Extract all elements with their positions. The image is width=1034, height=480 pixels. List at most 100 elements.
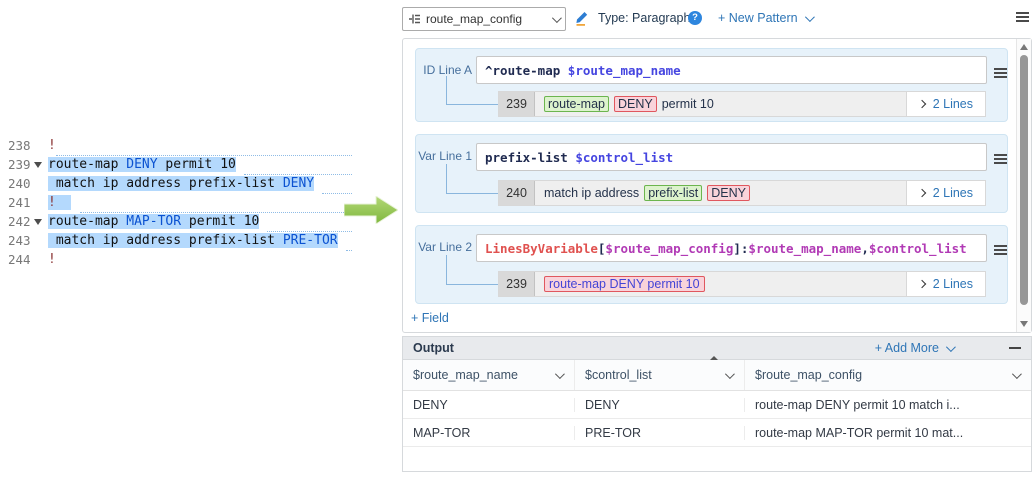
pattern-type-icon	[409, 14, 420, 24]
code-text: !	[48, 250, 56, 269]
config-editor[interactable]: 238 ! 239 route-map DENY permit 10 240 m…	[0, 136, 362, 272]
code-line[interactable]: 238 !	[0, 136, 362, 155]
pattern-token: ]:	[733, 241, 749, 256]
code-line[interactable]: 242 route-map MAP-TOR permit 10	[0, 212, 362, 231]
scrollbar-thumb[interactable]	[1020, 55, 1028, 305]
minimize-icon[interactable]	[1009, 346, 1021, 350]
pattern-token: $route_map_name	[748, 241, 862, 256]
code-token: MAP-TOR	[126, 214, 182, 229]
selection-guide	[244, 174, 352, 175]
card-label: Var Line 1	[418, 149, 472, 163]
chevron-down-icon	[945, 341, 956, 352]
pattern-token: prefix-list	[485, 150, 576, 165]
chevron-down-icon	[1011, 368, 1022, 379]
code-text: route-map MAP-TOR permit 10	[48, 212, 260, 231]
line-menu-icon[interactable]	[994, 152, 1007, 166]
pattern-token: $route_map_name	[567, 63, 681, 78]
code-text: !	[48, 136, 56, 155]
pattern-select-value: route_map_config	[426, 12, 523, 26]
add-field-link[interactable]: + Field	[411, 311, 449, 325]
help-icon[interactable]: ?	[688, 11, 702, 25]
column-header[interactable]: $control_list	[574, 360, 744, 390]
pattern-input[interactable]: prefix-list $control_list	[476, 143, 987, 171]
pattern-input[interactable]: ^route-map $route_map_name	[476, 56, 987, 84]
sample-text: match ip address	[544, 186, 640, 200]
table-cell: DENY	[574, 397, 744, 412]
table-cell: route-map DENY permit 10 match i...	[744, 397, 1031, 412]
code-line[interactable]: 240 match ip address prefix-list DENY	[0, 174, 362, 193]
pattern-token: $control_list	[868, 241, 967, 256]
chevron-right-icon	[917, 279, 926, 289]
code-token: route-map	[48, 157, 127, 172]
pattern-token: $route_map_config	[605, 241, 734, 256]
code-line[interactable]: 241 !	[0, 193, 362, 212]
pattern-editor-panel: ID Line A ^route-map $route_map_name 239…	[402, 38, 1032, 333]
table-row[interactable]: DENY DENY route-map DENY permit 10 match…	[403, 391, 1031, 419]
code-token: match ip address prefix-list	[48, 176, 283, 191]
add-more-button[interactable]: + Add More	[875, 341, 956, 355]
code-line[interactable]: 239 route-map DENY permit 10	[0, 155, 362, 174]
sample-content: route-map DENY permit 10	[535, 276, 705, 292]
fold-marker-icon[interactable]	[34, 161, 42, 168]
code-line[interactable]: 244 !	[0, 250, 362, 269]
lines-count-label: 2 Lines	[932, 277, 973, 291]
selection-guide	[267, 231, 352, 232]
chevron-right-icon	[917, 99, 926, 109]
code-token: match ip address prefix-list	[48, 233, 283, 248]
expand-lines-button[interactable]: 2 Lines	[905, 272, 985, 296]
sample-line-number: 239	[499, 272, 535, 296]
table-cell: MAP-TOR	[413, 425, 471, 440]
selection: match ip address prefix-list DENY	[48, 176, 315, 191]
expand-lines-button[interactable]: 2 Lines	[905, 92, 985, 116]
code-token: DENY	[126, 157, 158, 172]
scroll-up-icon[interactable]	[1020, 44, 1028, 50]
code-token: DENY	[282, 176, 315, 191]
scroll-down-icon[interactable]	[1020, 321, 1028, 327]
selection: route-map MAP-TOR permit 10	[48, 214, 260, 229]
column-header[interactable]: $route_map_config	[744, 360, 1031, 390]
pattern-token: [	[597, 241, 606, 256]
code-token: route-map	[48, 214, 127, 229]
pattern-select-dropdown[interactable]: route_map_config	[402, 7, 566, 31]
pattern-input[interactable]: LinesByVariable[$route_map_config]:$rout…	[476, 234, 987, 262]
table-row[interactable]: MAP-TOR PRE-TOR route-map MAP-TOR permit…	[403, 419, 1031, 447]
matched-keyword: prefix-list	[644, 185, 703, 201]
card-label: Var Line 2	[418, 240, 472, 254]
line-number: 243	[8, 233, 31, 248]
fold-marker-icon[interactable]	[34, 218, 42, 225]
chevron-right-icon	[917, 188, 926, 198]
matched-keyword: route-map	[544, 96, 609, 112]
selection: !	[48, 195, 72, 210]
line-number: 239	[8, 157, 31, 172]
lines-count-label: 2 Lines	[932, 186, 973, 200]
line-menu-icon[interactable]	[994, 66, 1007, 80]
sample-line-number: 239	[499, 92, 535, 116]
vertical-scrollbar[interactable]	[1016, 39, 1031, 332]
line-number: 244	[8, 252, 31, 267]
new-pattern-button[interactable]: + New Pattern	[718, 11, 815, 25]
sample-text: permit 10	[661, 97, 714, 111]
output-table: $route_map_name $control_list $route_map…	[402, 360, 1032, 472]
selection-guide	[322, 193, 352, 194]
collapse-panel-icon[interactable]	[709, 339, 723, 361]
line-menu-icon[interactable]	[994, 243, 1007, 257]
chevron-down-icon	[554, 368, 565, 379]
expand-lines-button[interactable]: 2 Lines	[905, 181, 985, 205]
column-header[interactable]: $route_map_name	[403, 360, 574, 390]
matched-variable: DENY	[707, 185, 750, 201]
panel-menu-icon[interactable]	[1016, 10, 1029, 24]
pattern-token: ,	[861, 241, 869, 256]
transform-arrow-icon	[344, 196, 398, 224]
selection: route-map DENY permit 10	[48, 157, 236, 172]
chevron-down-icon	[724, 368, 735, 379]
code-line[interactable]: 243 match ip address prefix-list PRE-TOR	[0, 231, 362, 250]
code-text: !	[48, 193, 72, 212]
edit-pencil-icon[interactable]	[574, 9, 590, 26]
gutter	[28, 218, 48, 225]
connector-line	[446, 255, 498, 285]
